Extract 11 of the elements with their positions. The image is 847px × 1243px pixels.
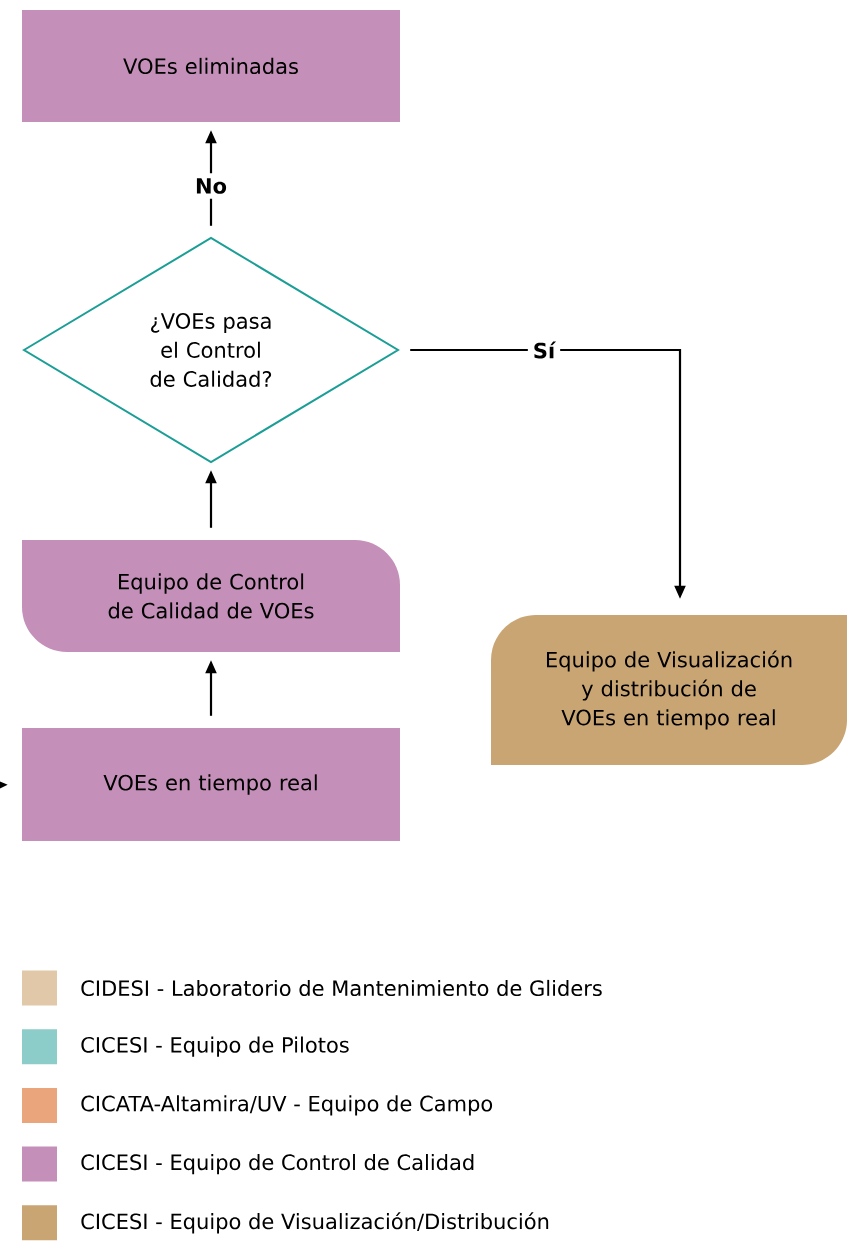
process-box: Equipo de Control de Calidad de VOEs	[22, 540, 400, 652]
legend-text: CICESI - Equipo de Pilotos	[81, 1036, 349, 1057]
legend-text: CIDESI - Laboratorio de Mantenimiento de Gliders	[81, 979, 602, 997]
edge-label: Sí	[527, 336, 561, 364]
legend-text: CICESI - Equipo de Visualización/Distribución	[81, 1212, 549, 1234]
process-box: VOEs eliminadas	[22, 10, 400, 122]
process-box: VOEs en tiempo real	[22, 728, 400, 841]
legend-text: CICATA-Altamira/UV - Equipo de Campo	[81, 1095, 493, 1116]
legend-text: CICESI - Equipo de Control de Calidad	[81, 1153, 474, 1175]
process-box: Equipo de Visualización y distribución de VOEs en tiempo real	[491, 615, 847, 765]
edge-label: No	[190, 173, 232, 199]
